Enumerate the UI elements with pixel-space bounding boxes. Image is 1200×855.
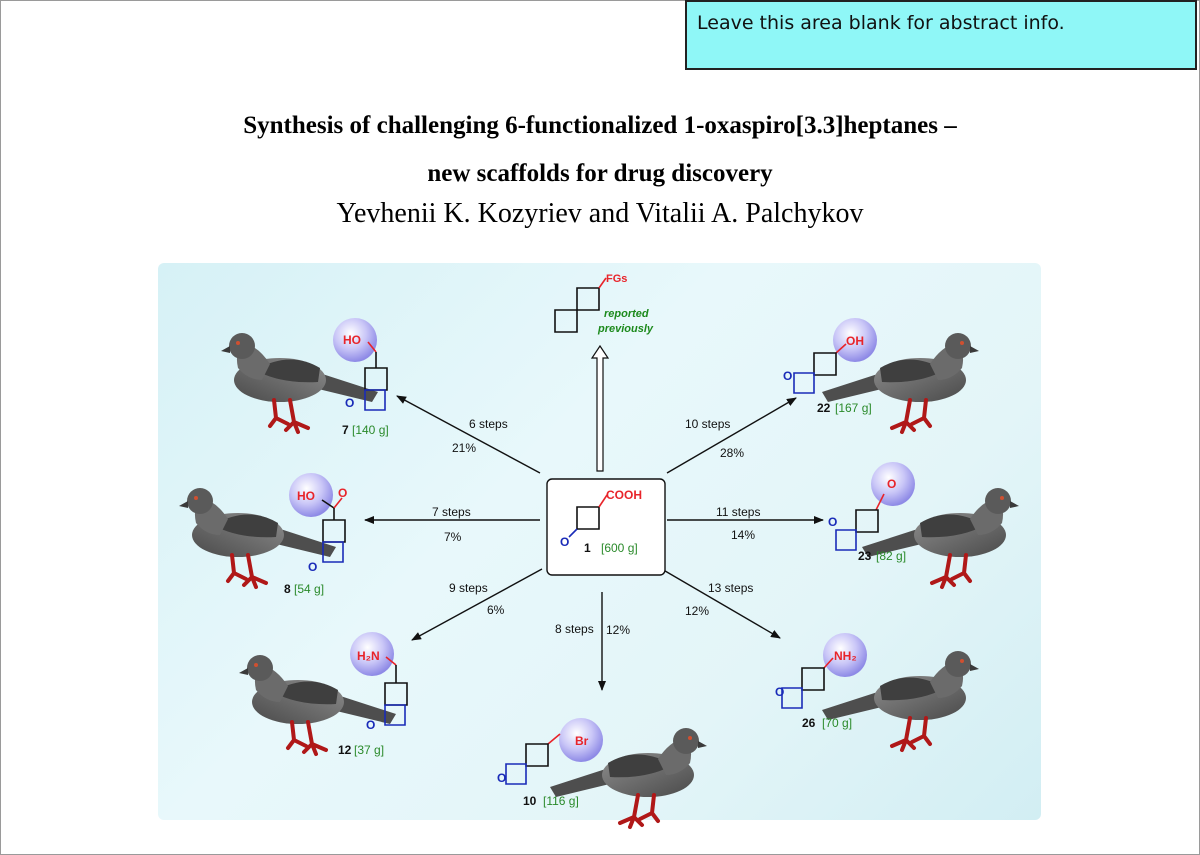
p26-ring-o: O xyxy=(775,685,784,699)
title-line-2: new scaffolds for drug discovery xyxy=(427,160,773,187)
p10-group: Br xyxy=(575,734,589,748)
p23-number: 23 xyxy=(858,549,872,563)
product-12: H₂N O 12 [37 g] xyxy=(239,632,408,757)
p12-number: 12 xyxy=(338,743,352,757)
reported-note-1: reported xyxy=(604,308,649,320)
product-10: Br O 10 [116 g] xyxy=(497,718,709,829)
route-26-yield: 12% xyxy=(685,604,709,618)
route-12-yield: 6% xyxy=(487,603,505,617)
route-10-yield: 12% xyxy=(606,623,630,637)
oxo-label: O xyxy=(560,535,569,549)
product-8: HO O O 8 [54 g] xyxy=(179,473,347,596)
highlight-ball xyxy=(350,632,394,676)
route-23-yield: 14% xyxy=(731,528,755,542)
route-8-yield: 7% xyxy=(444,530,462,544)
p22-ring-o: O xyxy=(783,369,792,383)
p7-amount: [140 g] xyxy=(352,423,389,437)
p12-ring-o: O xyxy=(366,718,375,732)
p8-number: 8 xyxy=(284,582,291,596)
start-box xyxy=(546,478,666,576)
p23-ring-o: O xyxy=(828,515,837,529)
p10-number: 10 xyxy=(523,794,537,808)
p23-group: O xyxy=(887,477,896,491)
route-7-yield: 21% xyxy=(452,441,476,455)
reported-note-2: previously xyxy=(597,323,654,335)
arrow-to-7 xyxy=(396,395,541,474)
p12-group: H₂N xyxy=(357,649,380,663)
p26-amount: [70 g] xyxy=(822,716,852,730)
p22-number: 22 xyxy=(817,401,831,415)
product-23: O O 23 [82 g] xyxy=(828,462,1021,589)
title-line-1: Synthesis of challenging 6-functionalize… xyxy=(243,112,957,139)
p23-amount: [82 g] xyxy=(876,549,906,563)
abstract-note: Leave this area blank for abstract info. xyxy=(697,12,1065,34)
route-8-steps: 7 steps xyxy=(432,505,471,519)
p26-number: 26 xyxy=(802,716,816,730)
arrow-to-12 xyxy=(411,568,543,641)
highlight-ball xyxy=(559,718,603,762)
route-labels: 6 steps 21% 7 steps 7% 9 steps 6% 8 step… xyxy=(432,417,760,637)
route-7-steps: 6 steps xyxy=(469,417,508,431)
product-7: HO O 7 [140 g] xyxy=(221,318,389,437)
p8-oxo: O xyxy=(338,486,347,500)
p26-group: NH₂ xyxy=(834,649,857,663)
p8-ring-o: O xyxy=(308,560,317,574)
abstract-placeholder: Leave this area blank for abstract info. xyxy=(685,0,1197,70)
highlight-ball xyxy=(833,318,877,362)
product-22: OH O 22 [167 g] xyxy=(783,318,981,434)
p7-number: 7 xyxy=(342,423,349,437)
highlight-ball xyxy=(289,473,333,517)
arrow-to-22 xyxy=(666,397,797,474)
fgs-label: FGs xyxy=(606,273,627,285)
route-26-steps: 13 steps xyxy=(708,581,753,595)
compound-1-number: 1 xyxy=(584,541,591,555)
p22-group: OH xyxy=(846,334,864,348)
p8-amount: [54 g] xyxy=(294,582,324,596)
route-12-steps: 9 steps xyxy=(449,581,488,595)
p8-group: HO xyxy=(297,489,315,503)
p7-ring-o: O xyxy=(345,396,354,410)
cooh-label: COOH xyxy=(606,488,642,502)
start-compound-1: COOH O 1 [600 g] xyxy=(546,478,666,576)
authors: Yevhenii K. Kozyriev and Vitalii A. Palc… xyxy=(336,198,864,229)
route-22-steps: 10 steps xyxy=(685,417,730,431)
p10-amount: [116 g] xyxy=(543,794,579,808)
compound-1-amount: [600 g] xyxy=(601,541,638,555)
highlight-ball xyxy=(871,462,915,506)
p22-amount: [167 g] xyxy=(835,401,872,415)
p7-group: HO xyxy=(343,333,361,347)
route-22-yield: 28% xyxy=(720,446,744,460)
p10-ring-o: O xyxy=(497,771,506,785)
reaction-arrows xyxy=(364,344,824,691)
highlight-ball xyxy=(333,318,377,362)
route-10-steps: 8 steps xyxy=(555,622,594,636)
p12-amount: [37 g] xyxy=(354,743,384,757)
reported-structure: FGs reported previously xyxy=(554,273,654,335)
highlight-ball xyxy=(823,633,867,677)
hollow-arrow-up xyxy=(590,344,610,472)
arrow-to-26 xyxy=(659,567,781,639)
product-26: NH₂ O 26 [70 g] xyxy=(775,633,981,752)
route-23-steps: 11 steps xyxy=(716,505,760,519)
